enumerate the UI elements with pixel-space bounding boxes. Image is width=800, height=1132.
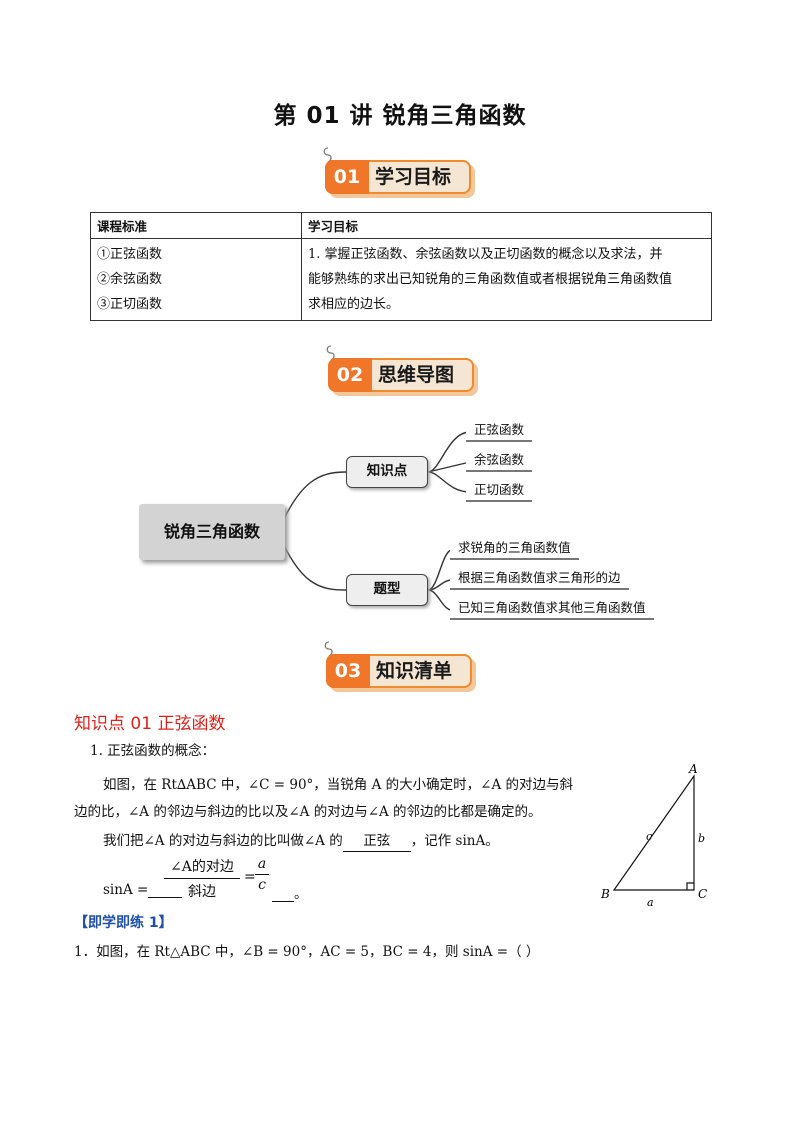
fraction-1: ∠A的对边 斜边	[164, 856, 240, 901]
formula-end: 。	[272, 882, 308, 902]
objective-line: 1. 掌握正弦函数、余弦函数以及正切函数的概念以及求法，并	[308, 247, 663, 262]
fraction-2-denominator: c	[258, 877, 266, 893]
mindmap-leaf: 正切函数	[466, 480, 533, 502]
knowledge-paragraph: 如图，在 Rt∆ABC 中，∠C = 90°，当锐角 A 的大小确定时，∠A 的…	[103, 777, 573, 793]
standard-item: ①正弦函数	[97, 247, 163, 262]
definition-text: 我们把∠A 的对边与斜边的比叫做∠A 的	[103, 833, 343, 849]
hook-icon	[324, 641, 333, 657]
section-banner-goals: 01 学习目标	[323, 147, 475, 198]
section-number: 02	[328, 358, 372, 392]
mindmap-root: 锐角三角函数	[139, 504, 285, 560]
triangle-figure: A B C a b c	[600, 762, 707, 908]
practice-question: 1．如图，在 Rt△ABC 中，∠B = 90°，AC = 5，BC = 4，则…	[74, 944, 540, 960]
mindmap-leaf: 余弦函数	[466, 450, 533, 472]
mindmap-leaf: 正弦函数	[466, 420, 533, 442]
section-label: 思维导图	[378, 364, 455, 386]
section-number: 01	[325, 160, 369, 194]
mindmap-leaf: 根据三角函数值求三角形的边	[450, 568, 629, 590]
fraction-2: a c	[255, 856, 269, 893]
end-mark: 。	[294, 886, 308, 902]
equals-sign: =	[244, 869, 256, 885]
side-label-b: b	[698, 832, 705, 845]
formula-blank-right	[272, 887, 294, 902]
vertex-label-a: A	[688, 762, 698, 776]
section-label: 知识清单	[376, 660, 453, 682]
table-header-standard: 课程标准	[90, 212, 302, 239]
definition-line: 我们把∠A 的对边与斜边的比叫做∠A 的正弦，记作 sinA。	[103, 828, 499, 855]
section-banner-mindmap: 02 思维导图	[326, 345, 478, 396]
knowledge-heading: 知识点 01 正弦函数	[74, 714, 226, 734]
practice-heading: 【即学即练 1】	[74, 915, 173, 931]
sin-label-text: sinA =	[103, 882, 149, 898]
hook-icon	[326, 345, 335, 361]
mindmap-leaf: 已知三角函数值求其他三角函数值	[450, 598, 654, 620]
page-title: 第 01 讲 锐角三角函数	[273, 103, 527, 129]
objective-line: 求相应的边长。	[308, 297, 400, 312]
knowledge-item: 1. 正弦函数的概念：	[90, 743, 216, 759]
sin-label: sinA =	[103, 882, 183, 898]
fraction-1-numerator: ∠A的对边	[164, 856, 240, 879]
mindmap-branch-knowledge: 知识点	[346, 456, 428, 488]
section-number: 03	[326, 654, 370, 688]
fraction-1-denominator: 斜边	[188, 884, 216, 900]
standard-item: ②余弦函数	[97, 272, 163, 287]
side-label-c: c	[646, 830, 652, 843]
mindmap-leaf: 求锐角的三角函数值	[450, 538, 579, 560]
goals-table: 课程标准 学习目标 ①正弦函数 ②余弦函数 ③正切函数 1. 掌握正弦函数、余弦…	[90, 212, 712, 321]
vertex-label-c: C	[698, 887, 707, 901]
table-cell-objectives: 1. 掌握正弦函数、余弦函数以及正切函数的概念以及求法，并 能够熟练的求出已知锐…	[301, 238, 712, 321]
definition-text: ，记作 sinA。	[410, 833, 499, 849]
standard-item: ③正切函数	[97, 297, 163, 312]
table-cell-standards: ①正弦函数 ②余弦函数 ③正切函数	[90, 238, 302, 321]
mindmap-branch-questions: 题型	[346, 574, 428, 606]
vertex-label-b: B	[600, 887, 610, 901]
knowledge-paragraph: 边的比，∠A 的邻边与斜边的比以及∠A 的对边与∠A 的邻边的比都是确定的。	[74, 804, 542, 820]
formula-blank-left	[148, 883, 183, 898]
section-banner-knowledge: 03 知识清单	[324, 641, 476, 692]
hook-icon	[323, 147, 332, 163]
objective-line: 能够熟练的求出已知锐角的三角函数值或者根据锐角三角函数值	[308, 272, 673, 287]
section-label: 学习目标	[375, 166, 452, 188]
side-label-a: a	[647, 896, 654, 908]
fraction-2-numerator: a	[255, 856, 269, 875]
answer-blank: 正弦	[342, 831, 411, 852]
